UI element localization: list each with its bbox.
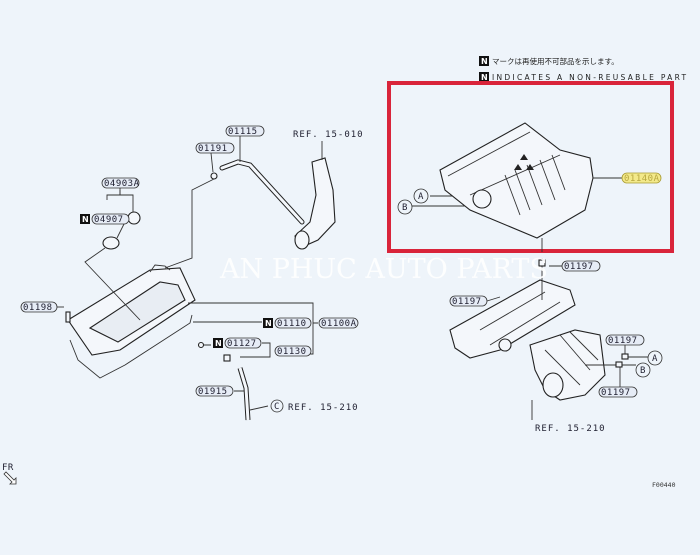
english-note: INDICATES A NON-REUSABLE PART: [492, 73, 688, 82]
japanese-note: マークは再使用不可部品を示します。: [492, 56, 619, 66]
part-label-01115[interactable]: 01115: [228, 127, 258, 137]
part-label-01198[interactable]: 01198: [23, 303, 53, 313]
legend: N マークは再使用不可部品を示します。 N INDICATES A NON-RE…: [479, 56, 688, 82]
part-label-01140A[interactable]: 01140A: [624, 174, 660, 184]
part-label-01915[interactable]: 01915: [198, 387, 228, 397]
part-label-01127[interactable]: 01127: [227, 339, 257, 349]
part-label-01191[interactable]: 01191: [198, 144, 228, 154]
part-label-01197[interactable]: 01197: [452, 297, 482, 307]
n-mark: N: [481, 73, 488, 82]
front-indicator: FR: [2, 463, 14, 473]
part-label-01197[interactable]: 01197: [601, 388, 631, 398]
watermark: AN PHUC AUTO PARTS: [219, 254, 548, 285]
intake-manifold-drawing: [529, 329, 606, 401]
marker-b: B: [640, 366, 646, 376]
ref-15-010[interactable]: REF. 15-010: [293, 130, 364, 140]
front-arrow-icon: [3, 471, 17, 485]
part-label-01100A[interactable]: 01100A: [321, 319, 357, 329]
cylinder-head-cover-drawing: [449, 279, 576, 359]
part-label-04903A[interactable]: 04903A: [104, 179, 140, 189]
n-mark: N: [481, 57, 488, 66]
non-reusable-mark-icon: [479, 72, 489, 82]
part-label-01197[interactable]: 01197: [564, 262, 594, 272]
part-label-01197[interactable]: 01197: [608, 336, 638, 346]
oil-cap-icon: [127, 211, 141, 225]
part-label-04907[interactable]: 04907: [94, 215, 124, 225]
non-reusable-mark-icon: [479, 56, 489, 66]
non-reusable-mark-icon: N: [215, 339, 222, 348]
ref-15-210-c[interactable]: REF. 15-210: [288, 403, 359, 413]
non-reusable-mark-icon: N: [82, 215, 89, 224]
marker-a: A: [418, 192, 424, 202]
rocker-cover-drawing: [65, 264, 196, 379]
ref-15-210[interactable]: REF. 15-210: [535, 424, 606, 434]
marker-c: C: [274, 402, 280, 412]
marker-a: A: [652, 354, 658, 364]
engine-cover-drawing: [439, 122, 594, 239]
diagram-code: F00440: [652, 481, 676, 489]
highlight-frame: [387, 81, 674, 253]
o-ring-icon: [102, 236, 120, 250]
part-label-01110[interactable]: 01110: [277, 319, 307, 329]
marker-b: B: [402, 203, 408, 213]
non-reusable-mark-icon: N: [265, 319, 272, 328]
part-label-01130[interactable]: 01130: [277, 347, 307, 357]
